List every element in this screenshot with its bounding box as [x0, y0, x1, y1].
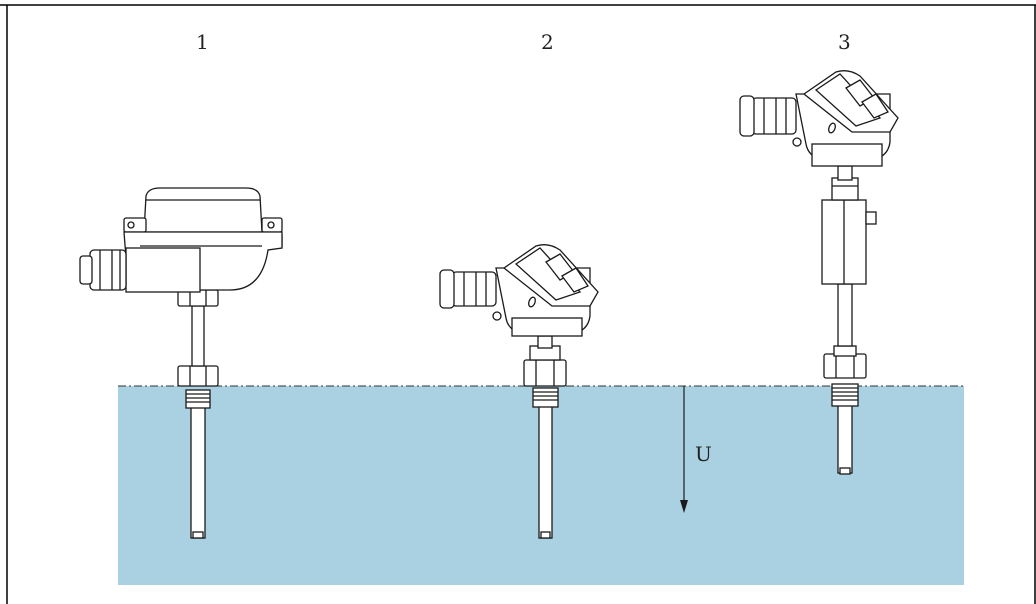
thermometer-head-housing-icon — [439, 244, 599, 539]
callout-3: 3 — [838, 30, 851, 54]
callout-1: 1 — [196, 30, 209, 54]
thermometer-head-extension-icon — [739, 70, 899, 475]
callout-2: 2 — [541, 30, 554, 54]
immersion-length-label: U — [695, 442, 712, 466]
immersion-arrow — [680, 386, 688, 513]
thermometer-flat-housing-icon — [79, 187, 283, 539]
